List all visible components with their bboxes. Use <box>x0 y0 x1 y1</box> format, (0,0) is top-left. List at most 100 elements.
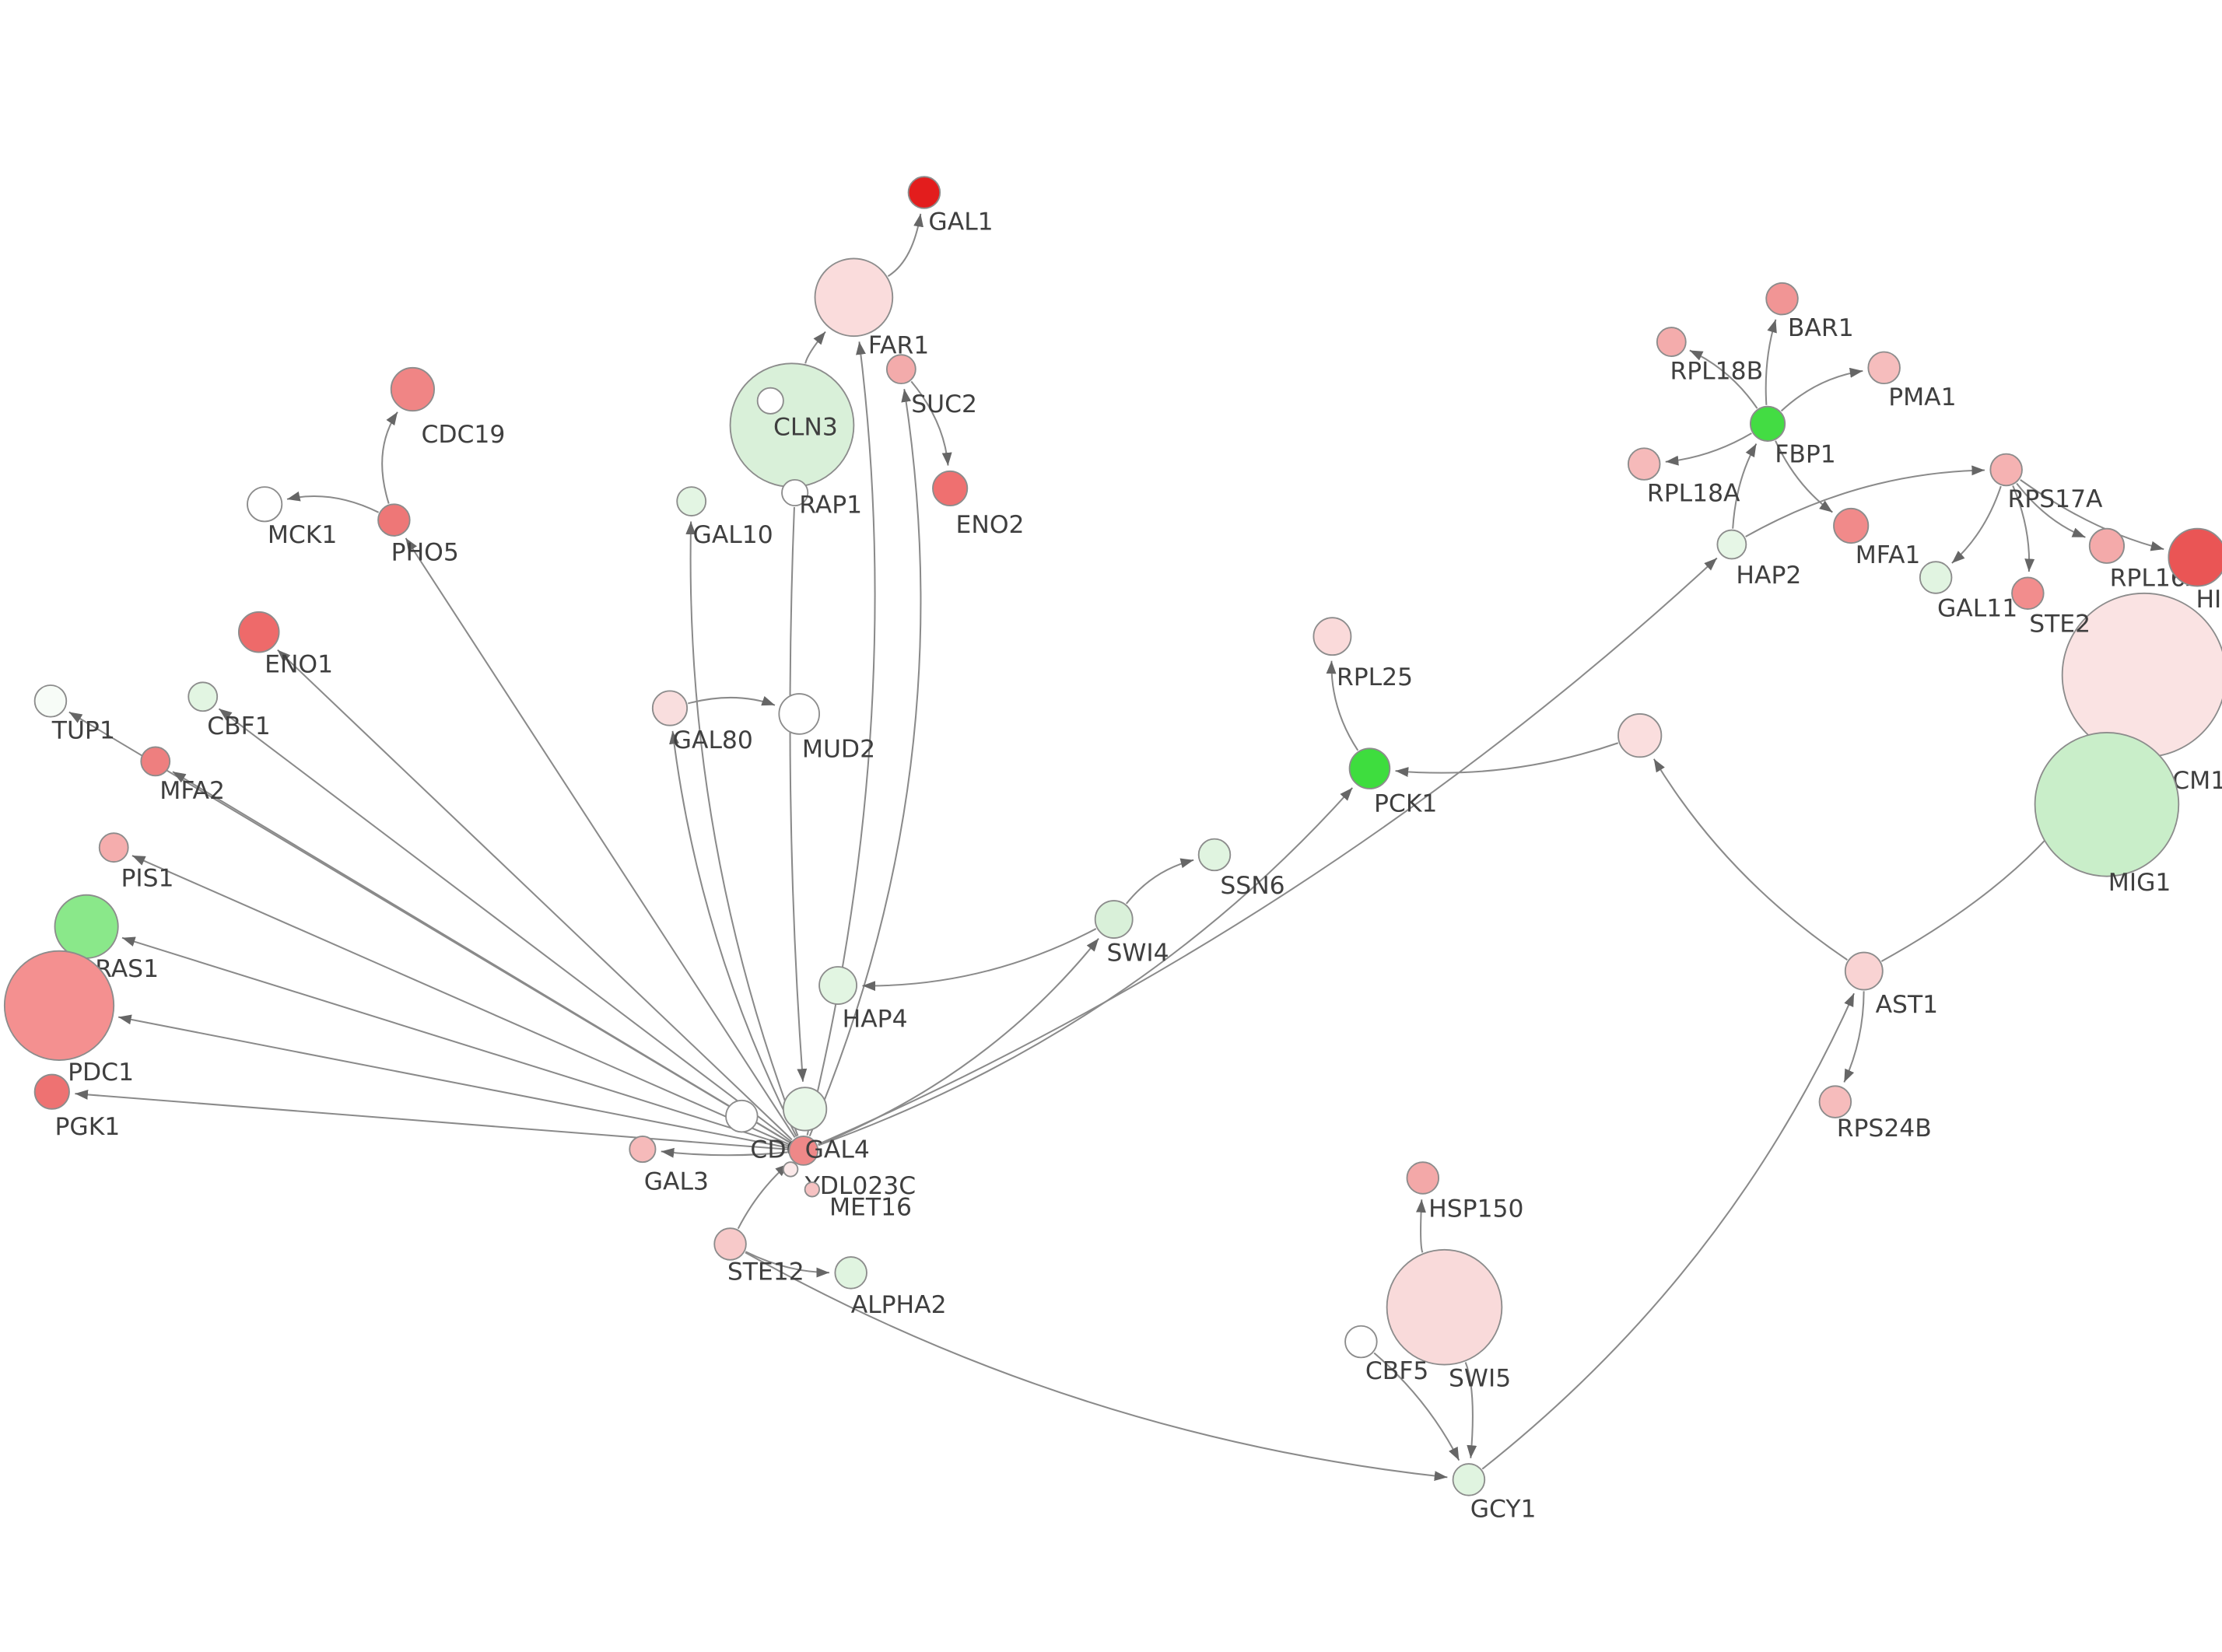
edge-HAP2-RPS17A[interactable] <box>1745 465 1985 537</box>
edge-AST1-NODEB[interactable] <box>1652 758 1848 961</box>
edge-FBP1-MFA1[interactable] <box>1775 440 1833 513</box>
edge-GAL4-SUC2[interactable] <box>808 389 922 1137</box>
node-hap4[interactable] <box>818 966 858 1005</box>
node-mig1[interactable] <box>2034 732 2180 877</box>
node-gal4[interactable] <box>788 1136 819 1166</box>
edge-SWI5-HSP150[interactable] <box>1416 1199 1426 1253</box>
node-gal11[interactable] <box>1919 561 1953 594</box>
edge-GAL80-MUD2[interactable] <box>687 695 776 706</box>
edge-FBP1-PMA1[interactable] <box>1780 367 1863 412</box>
node-suc2[interactable] <box>885 354 916 385</box>
edge-FAR1-GAL1[interactable] <box>887 213 923 278</box>
edge-FBP1-BAR1[interactable] <box>1765 319 1777 405</box>
node-rpl25[interactable] <box>1313 617 1352 656</box>
node-fbp1[interactable] <box>1749 405 1786 442</box>
node-his4[interactable] <box>2168 527 2222 587</box>
node-nodea[interactable] <box>782 1087 828 1132</box>
edge-GAL4-GAL80[interactable] <box>669 730 797 1137</box>
node-gcy1[interactable] <box>1452 1463 1486 1496</box>
node-rpl16a[interactable] <box>2088 527 2126 564</box>
node-met16[interactable] <box>804 1181 820 1198</box>
node-rpl18b[interactable] <box>1656 327 1687 357</box>
node-pgk1[interactable] <box>33 1073 70 1110</box>
edge-GAL4-GAL10[interactable] <box>685 521 799 1136</box>
node-far1[interactable] <box>814 257 894 338</box>
node-gal10[interactable] <box>676 486 707 516</box>
node-eno1[interactable] <box>237 611 280 653</box>
node-pdc1[interactable] <box>3 950 115 1061</box>
node-mfa1[interactable] <box>1833 507 1870 544</box>
edge-FBP1-RPL18A[interactable] <box>1665 432 1752 466</box>
edge-GAL4-RAS1[interactable] <box>121 936 789 1147</box>
edge-RPS17A-HIS4[interactable] <box>2020 479 2164 551</box>
node-cbf5[interactable] <box>1344 1325 1378 1359</box>
node-gal3[interactable] <box>629 1136 657 1164</box>
node-pis1[interactable] <box>98 832 129 863</box>
edge-FBP1-RPL18B[interactable] <box>1689 349 1758 409</box>
node-ast1[interactable] <box>1844 951 1884 991</box>
node-hap2[interactable] <box>1716 529 1747 560</box>
node-rps17a[interactable] <box>1989 453 2023 487</box>
node-pck1[interactable] <box>1348 747 1391 789</box>
node-mck1[interactable] <box>247 486 283 523</box>
edge-GAL4-GAL3[interactable] <box>661 1147 788 1158</box>
node-cdc6[interactable] <box>725 1099 759 1133</box>
node-gal80[interactable] <box>651 690 689 726</box>
edge-PHO5-MCK1[interactable] <box>286 491 380 513</box>
edge-GAL4-CBF1[interactable] <box>218 708 792 1143</box>
node-tup1[interactable] <box>33 684 68 718</box>
edge-GAL4-FAR1[interactable] <box>806 341 876 1136</box>
node-ste12[interactable] <box>713 1227 747 1261</box>
node-swi4[interactable] <box>1094 900 1134 939</box>
edge-GAL4-PIS1[interactable] <box>131 855 790 1146</box>
edge-NODEB-PCK1[interactable] <box>1395 742 1619 777</box>
edge-RAP1-NODEA[interactable] <box>789 506 808 1082</box>
edge-GAL4-PHO5[interactable] <box>405 537 796 1138</box>
node-eno2[interactable] <box>932 470 969 507</box>
edge-RPS17A-RPL16A[interactable] <box>2016 482 2086 538</box>
node-mud2[interactable] <box>778 693 820 735</box>
node-cdc19[interactable] <box>390 366 436 412</box>
node-pho5[interactable] <box>377 503 411 537</box>
node-alpha2[interactable] <box>834 1256 867 1290</box>
node-ras1[interactable] <box>54 894 119 959</box>
node-nodeb[interactable] <box>1617 713 1663 758</box>
node-gal1[interactable] <box>907 176 941 209</box>
edge-GAL4-HAP2[interactable] <box>817 557 1718 1146</box>
edge-CLN3-FAR1[interactable] <box>804 331 826 364</box>
edge-GAL4-PGK1[interactable] <box>75 1089 788 1150</box>
node-cln3x[interactable] <box>756 387 784 415</box>
node-ste2[interactable] <box>2011 576 2045 611</box>
edge-STE12-ALPHA2[interactable] <box>745 1251 830 1278</box>
edge-SWI4-HAP4[interactable] <box>862 928 1097 992</box>
node-bar1[interactable] <box>1765 282 1799 316</box>
edge-SWI4-SSN6[interactable] <box>1125 858 1194 905</box>
node-pma1[interactable] <box>1867 351 1901 385</box>
edge-GAL4-PDC1[interactable] <box>117 1014 788 1149</box>
node-swi5[interactable] <box>1386 1248 1503 1366</box>
edge-PHO5-CDC19[interactable] <box>381 411 398 504</box>
edge-CBF5-GCY1[interactable] <box>1373 1352 1460 1461</box>
edge-GCY1-AST1[interactable] <box>1481 992 1855 1470</box>
node-ssn6[interactable] <box>1197 838 1232 872</box>
node-mfa2[interactable] <box>140 746 171 777</box>
edge-PCK1-RPL25[interactable] <box>1326 660 1359 751</box>
node-rps24b[interactable] <box>1818 1085 1852 1118</box>
edge-RPS17A-GAL11[interactable] <box>1951 485 2002 564</box>
edge-GAL4-MFA2[interactable] <box>172 771 790 1143</box>
edge-HAP2-FBP1[interactable] <box>1732 443 1758 529</box>
edge-STE12-GAL4[interactable] <box>737 1163 789 1230</box>
node-cbf1[interactable] <box>188 681 219 712</box>
edge-SWI5-GCY1[interactable] <box>1464 1362 1477 1458</box>
edge-RPS17A-STE2[interactable] <box>2012 485 2035 572</box>
edge-GAL4-ENO1[interactable] <box>277 649 793 1141</box>
node-ydl023c[interactable] <box>782 1161 799 1178</box>
node-rpl18a[interactable] <box>1627 447 1661 481</box>
node-rap1[interactable] <box>781 478 809 507</box>
edge-AST1-RPS24B[interactable] <box>1843 991 1865 1083</box>
node-hsp150[interactable] <box>1406 1161 1440 1195</box>
edge-SUC2-ENO2[interactable] <box>910 380 952 466</box>
edge-STE12-GCY1[interactable] <box>745 1251 1448 1482</box>
